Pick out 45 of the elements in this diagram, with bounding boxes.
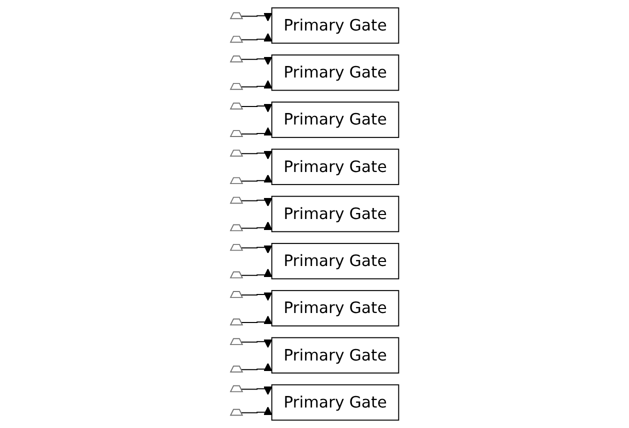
node-trapezoid: [230, 408, 244, 416]
node-box: Primary Gate: [271, 384, 400, 421]
node-box: Primary Gate: [271, 242, 400, 280]
node-trapezoid: [230, 338, 244, 346]
node-box: Primary Gate: [271, 196, 400, 232]
node-trapezoid: [230, 291, 244, 298]
node-trapezoid: [230, 55, 244, 62]
arrow: [240, 56, 272, 66]
node-trapezoid: [230, 130, 244, 137]
node-trapezoid: [230, 82, 244, 90]
node-box: Primary Gate: [271, 148, 400, 186]
arrow: [240, 362, 272, 372]
node-box: Primary Gate: [271, 337, 400, 374]
arrow: [240, 339, 272, 348]
node-box: Primary Gate: [271, 54, 400, 91]
arrow: [240, 244, 272, 254]
arrow: [240, 316, 272, 324]
arrow: [240, 198, 272, 206]
arrow: [240, 174, 272, 184]
arrow: [240, 150, 272, 160]
arrow: [240, 80, 272, 89]
arrow: [240, 104, 272, 112]
node-trapezoid: [230, 150, 244, 157]
node-box: Primary Gate: [271, 290, 400, 326]
arrow: [240, 406, 272, 416]
node-trapezoid: [230, 177, 244, 184]
arrow: [240, 12, 272, 22]
node-trapezoid: [230, 12, 244, 20]
arrow: [240, 386, 272, 395]
node-trapezoid: [230, 196, 244, 204]
arrow: [240, 127, 272, 136]
node-box: Primary Gate: [271, 7, 400, 44]
arrow: [240, 292, 272, 301]
node-trapezoid: [230, 318, 244, 326]
node-trapezoid: [230, 224, 244, 232]
node-trapezoid: [230, 366, 244, 373]
arrow: [240, 222, 272, 230]
node-trapezoid: [230, 36, 244, 43]
node-trapezoid: [230, 385, 244, 392]
node-trapezoid: [230, 244, 244, 251]
node-trapezoid: [230, 271, 244, 278]
arrow: [240, 268, 272, 278]
node-trapezoid: [230, 102, 244, 110]
node-box: Primary Gate: [271, 102, 400, 138]
arrow: [240, 33, 272, 42]
